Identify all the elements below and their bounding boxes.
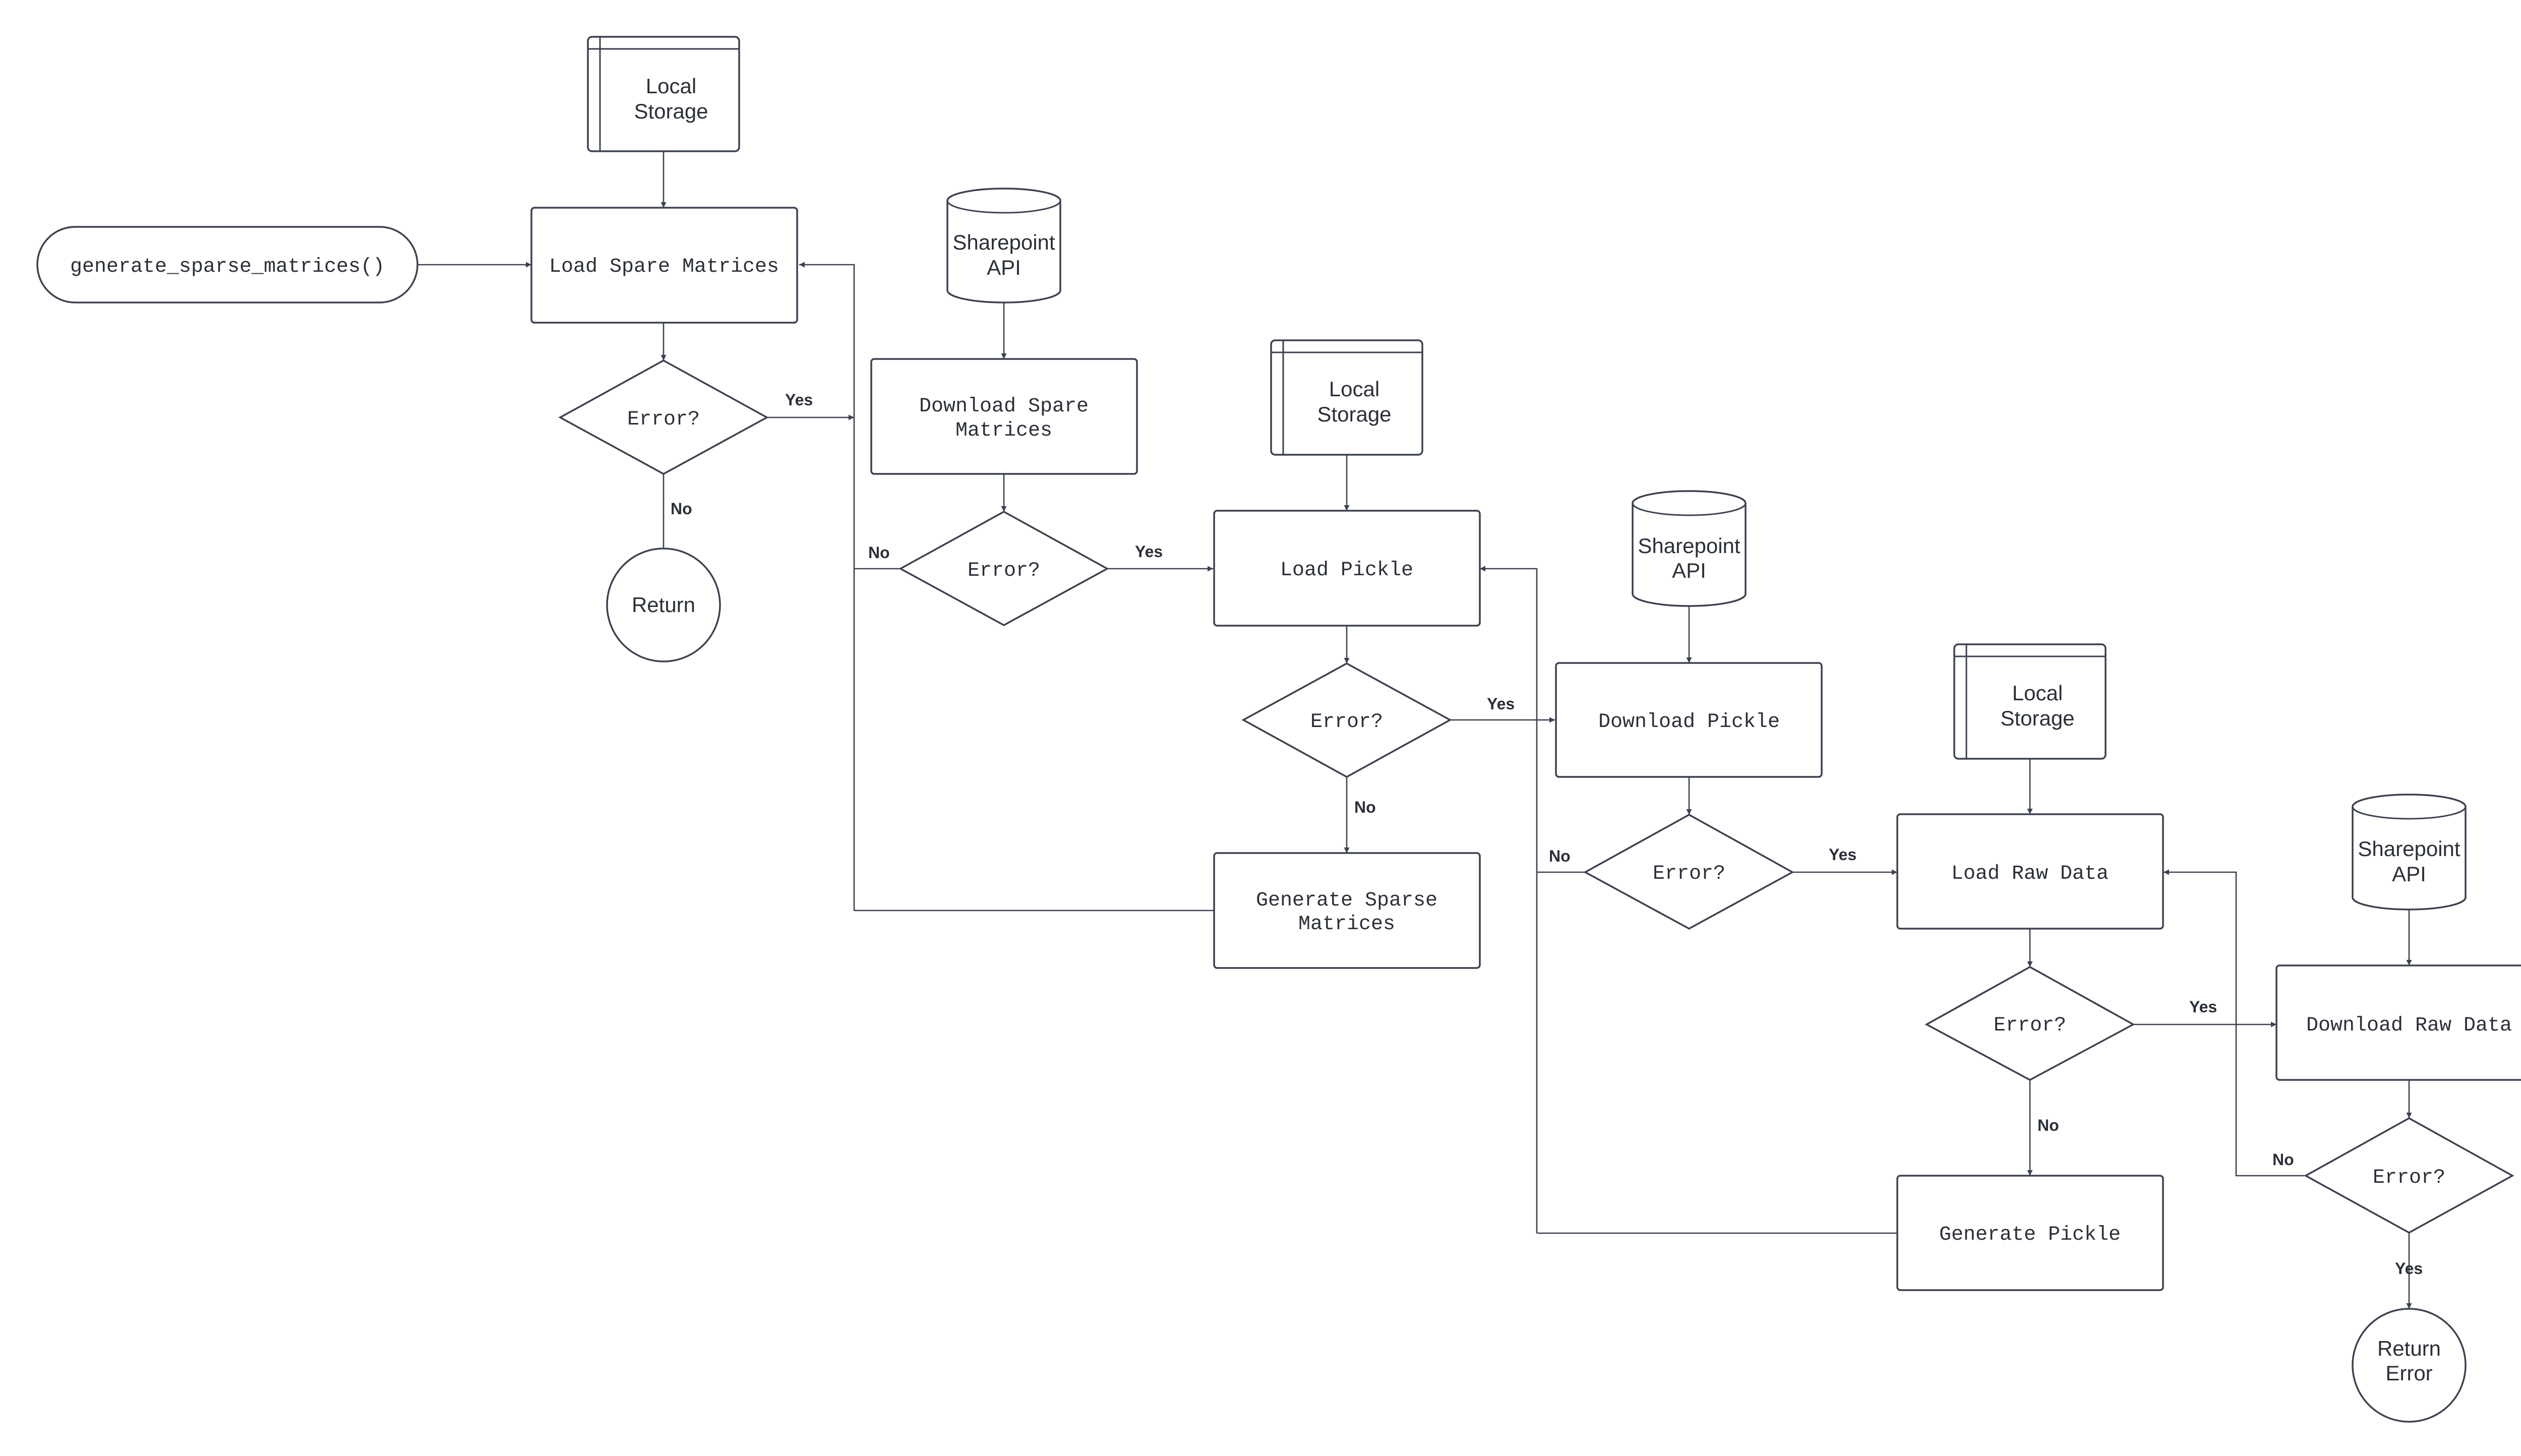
connectors [417,151,2412,1309]
generate-sparse-matrices-label-line2: Matrices [1298,913,1395,936]
local-storage-node-2[interactable]: Local Storage [1270,339,1423,456]
load-spare-matrices-label: Load Spare Matrices [549,256,779,278]
sharepoint-api-label-2-line2: API [1672,559,1706,582]
sharepoint-api-label-2-line1: Sharepoint [1638,534,1740,558]
error-decision-6-label: Error? [2373,1167,2445,1189]
local-storage-node-3[interactable]: Local Storage [1953,643,2107,760]
download-spare-matrices-label-line2: Matrices [955,419,1052,442]
generate-pickle-label: Generate Pickle [1939,1224,2121,1246]
error-decision-1[interactable]: Error? [558,359,769,475]
error-decision-6[interactable]: Error? [2304,1117,2514,1234]
load-pickle-node[interactable]: Load Pickle [1213,510,1481,627]
generate-sparse-matrices-label-line1: Generate Sparse [1256,889,1437,912]
sharepoint-api-label-1-line1: Sharepoint [952,230,1055,254]
local-storage-label-3-line1: Local [2012,681,2063,705]
label-error3-no: No [1354,798,1376,816]
generate-sparse-matrices-node[interactable]: Generate Sparse Matrices [1213,852,1481,969]
return-error-node[interactable]: Return Error [2352,1308,2467,1423]
load-pickle-label: Load Pickle [1280,559,1413,582]
label-error6-no: No [2272,1150,2294,1169]
local-storage-label-1-line1: Local [646,74,696,98]
label-error4-no: No [1549,847,1571,865]
error-decision-4-label: Error? [1653,863,1725,885]
local-storage-label-2-line1: Local [1329,377,1379,401]
label-error5-yes: Yes [2189,998,2217,1016]
return-error-label-line1: Return [2377,1337,2441,1360]
download-spare-matrices-label-line1: Download Spare [919,395,1089,418]
error-decision-3-label: Error? [1310,711,1383,734]
label-error5-no: No [2037,1116,2059,1134]
label-error1-no: No [671,500,692,518]
label-error6-yes: Yes [2395,1259,2423,1278]
edge-bus-to-load-pickle [1480,566,1538,1233]
start-label: generate_sparse_matrices() [70,256,385,278]
error-decision-5-label: Error? [1994,1014,2066,1037]
download-raw-data-label: Download Raw Data [2306,1014,2512,1037]
generate-pickle-node[interactable]: Generate Pickle [1896,1175,2164,1291]
sharepoint-api-label-1-line2: API [987,256,1021,279]
error-decision-4[interactable]: Error? [1583,813,1794,930]
return-label: Return [632,593,695,617]
label-error1-yes: Yes [785,391,813,409]
label-error3-yes: Yes [1487,695,1515,713]
load-spare-matrices-node[interactable]: Load Spare Matrices [530,207,798,324]
edge-labels: Yes No No Yes Yes No No Yes Yes No No Ye… [671,391,2423,1278]
error-decision-2-label: Error? [968,560,1040,582]
label-error4-yes: Yes [1829,845,1856,864]
label-error2-no: No [868,543,890,562]
error-decision-5[interactable]: Error? [1925,965,2135,1081]
download-spare-matrices-node[interactable]: Download Spare Matrices [870,358,1138,475]
edge-error6-no-to-load-raw [2164,869,2306,1177]
return-error-label-line2: Error [2385,1361,2432,1385]
download-raw-data-node[interactable]: Download Raw Data [2275,964,2521,1081]
download-pickle-label: Download Pickle [1598,711,1780,734]
sharepoint-api-label-3-line1: Sharepoint [2358,837,2460,861]
load-raw-data-node[interactable]: Load Raw Data [1896,813,2164,930]
local-storage-label-3-line2: Storage [2000,706,2074,730]
label-error2-yes: Yes [1135,542,1163,561]
download-pickle-node[interactable]: Download Pickle [1555,662,1823,778]
local-storage-node-1[interactable]: Local Storage [587,36,740,152]
load-raw-data-label: Load Raw Data [1951,863,2109,885]
error-decision-1-label: Error? [627,408,700,431]
sharepoint-api-node-2[interactable]: Sharepoint API [1632,490,1747,607]
return-node[interactable]: Return [606,548,721,662]
local-storage-label-1-line2: Storage [634,99,708,123]
edge-bus-to-load-matrices [799,262,855,911]
sharepoint-api-node-1[interactable]: Sharepoint API [946,188,1061,304]
local-storage-label-2-line2: Storage [1317,402,1391,426]
sharepoint-api-node-3[interactable]: Sharepoint API [2352,794,2467,911]
error-decision-3[interactable]: Error? [1241,662,1452,778]
start-node[interactable]: generate_sparse_matrices() [36,226,418,304]
error-decision-2[interactable]: Error? [898,511,1109,626]
sharepoint-api-label-3-line2: API [2392,862,2426,886]
